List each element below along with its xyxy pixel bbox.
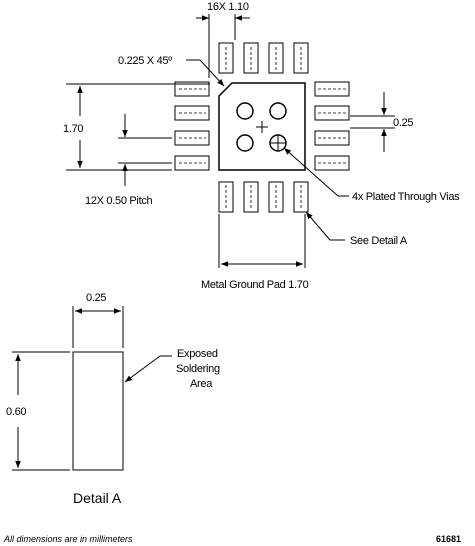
detail-title: Detail A: [73, 490, 122, 506]
exposed-line1: Exposed: [177, 348, 218, 360]
bottom-pads: [219, 182, 308, 212]
chamfer-label: 0.225 X 45º: [118, 55, 172, 67]
detail-height-label: 0.60: [6, 406, 26, 418]
pad-width-label: 16X 1.10: [207, 1, 249, 13]
via-2: [270, 103, 286, 119]
right-pads: [315, 82, 349, 170]
via-1: [237, 103, 253, 119]
doc-number: 61681: [436, 534, 461, 544]
body-height-label: 1.70: [63, 123, 83, 135]
exposed-line2: Soldering: [176, 363, 220, 375]
detail-width-label: 0.25: [86, 292, 106, 304]
vias-label: 4x Plated Through Vias: [352, 191, 460, 203]
detail-a-pad: [73, 352, 123, 470]
footnote: All dimensions are in millimeters: [3, 534, 133, 544]
pitch-label: 12X 0.50 Pitch: [85, 195, 153, 207]
left-pads: [175, 82, 209, 170]
see-detail-label: See Detail A: [350, 235, 408, 247]
top-pads: [219, 43, 308, 73]
pad-gap-label: 0.25: [393, 117, 413, 129]
exposed-line3: Area: [190, 378, 213, 390]
ground-pad-label: Metal Ground Pad 1.70: [201, 279, 309, 291]
via-3: [237, 135, 253, 151]
